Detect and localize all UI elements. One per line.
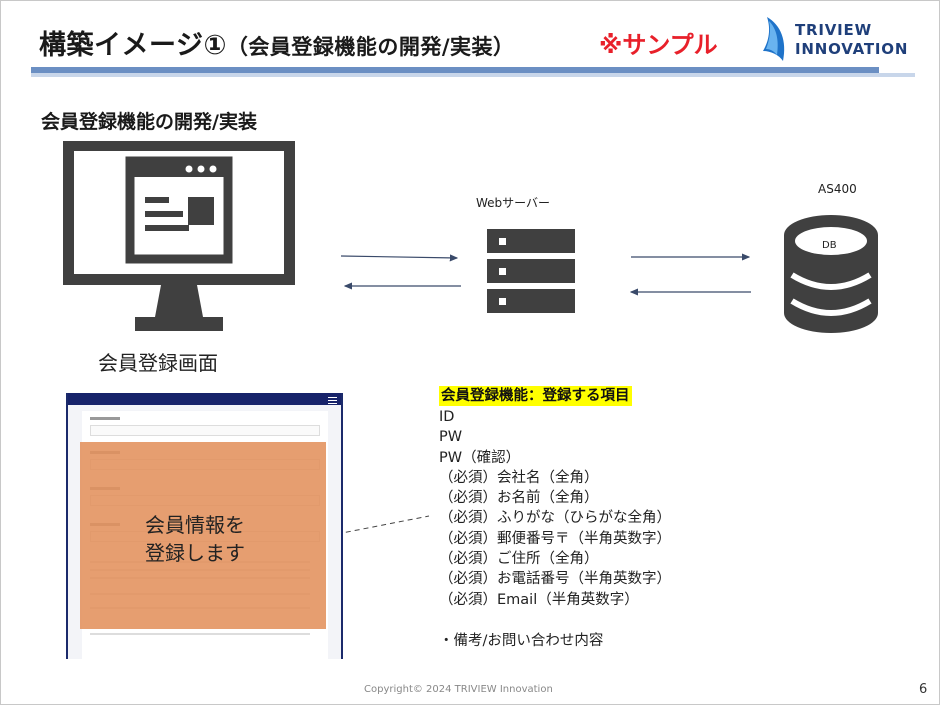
server-label: Webサーバー bbox=[476, 196, 551, 210]
section-heading: 会員登録機能の開発/実装 bbox=[41, 111, 257, 133]
list-item: PW bbox=[439, 429, 463, 446]
db-label: DB bbox=[822, 240, 837, 251]
overlay-caption-line-2: 登録します bbox=[145, 541, 245, 565]
list-item: （必須）お名前（全角） bbox=[439, 490, 599, 507]
screen-label: 会員登録画面 bbox=[98, 351, 218, 375]
callout-dashed-line bbox=[336, 515, 430, 535]
list-item: （必須）ご住所（全角） bbox=[439, 551, 599, 568]
db-system-label: AS400 bbox=[818, 182, 857, 196]
logo-wordmark: TRIVIEW INNOVATION bbox=[795, 21, 908, 59]
overlay-caption: 会員情報を 登録します bbox=[145, 511, 245, 567]
items-remark: ・備考/お問い合わせ内容 bbox=[439, 633, 604, 649]
page-number: 6 bbox=[919, 682, 928, 697]
list-item: PW（確認） bbox=[439, 449, 521, 466]
footer-copyright: Copyright© 2024 TRIVIEW Innovation bbox=[364, 684, 553, 695]
header-rule-light bbox=[31, 73, 915, 77]
list-item: ID bbox=[439, 409, 455, 425]
list-item: （必須）ふりがな（ひらがな全角） bbox=[439, 510, 671, 527]
sail-logo-icon bbox=[763, 17, 785, 61]
overlay-caption-line-1: 会員情報を bbox=[145, 513, 245, 537]
list-item: （必須）Email（半角英数字） bbox=[439, 591, 639, 608]
header-rule-dark bbox=[31, 67, 879, 73]
arrow-screen-to-server bbox=[340, 254, 459, 262]
database-icon bbox=[784, 215, 878, 333]
monitor-icon bbox=[63, 141, 295, 331]
list-item: （必須）お電話番号（半角英数字） bbox=[439, 571, 671, 588]
list-item: （必須）郵便番号〒（半角英数字） bbox=[439, 530, 671, 547]
page-title-main: 構築イメージ① bbox=[39, 30, 227, 61]
logo-line-2: INNOVATION bbox=[795, 40, 909, 58]
screenshot-highlight-overlay bbox=[80, 442, 326, 629]
logo-line-1: TRIVIEW bbox=[795, 21, 872, 39]
sample-badge: ※サンプル bbox=[599, 31, 718, 59]
hamburger-menu-icon bbox=[328, 395, 337, 406]
items-list: ID PW PW（確認） （必須）会社名（全角） （必須）お名前（全角） （必須… bbox=[439, 407, 671, 610]
list-item: （必須）会社名（全角） bbox=[439, 469, 599, 486]
screenshot-header bbox=[68, 393, 341, 405]
items-title: 会員登録機能：登録する項目 bbox=[439, 386, 632, 406]
server-icon bbox=[487, 229, 575, 313]
page-title-subtitle: （会員登録機能の開発/実装） bbox=[226, 35, 515, 59]
page-title: 構築イメージ①（会員登録機能の開発/実装） bbox=[39, 23, 515, 62]
company-logo: TRIVIEW INNOVATION bbox=[761, 15, 921, 65]
